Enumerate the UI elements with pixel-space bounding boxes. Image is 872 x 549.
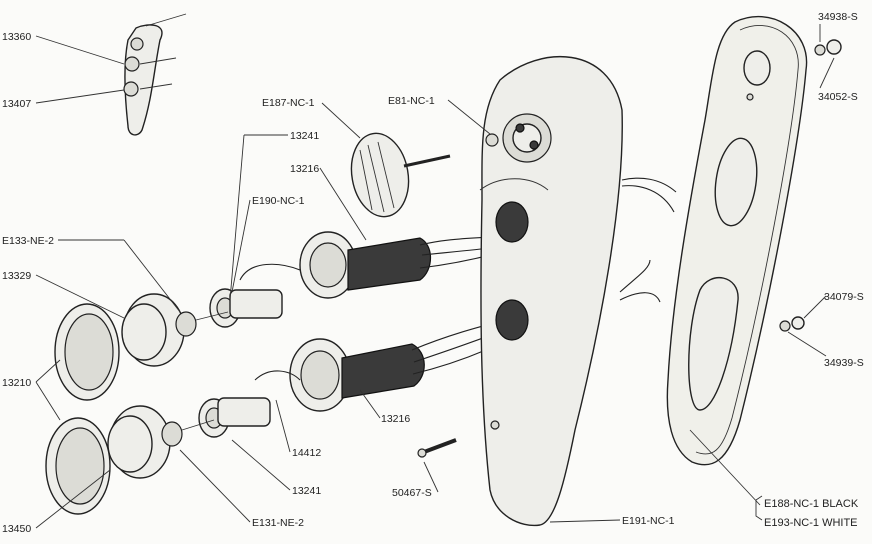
label-34079: 34079-S: [824, 291, 864, 303]
reflector-lens-e187: [350, 132, 451, 218]
lower-lamp-assembly: [107, 315, 529, 479]
label-e133: E133-NE-2: [2, 235, 54, 247]
inset-housing-view: [123, 13, 187, 136]
rear-wire-leads: [619, 177, 677, 303]
main-housing-e191: [479, 55, 623, 527]
label-13407: 13407: [2, 98, 31, 110]
screw-50467-s: [417, 438, 457, 458]
label-e81: E81-NC-1: [388, 95, 435, 107]
label-13210: 13210: [2, 377, 31, 389]
label-13241-lower: 13241: [292, 485, 321, 497]
part-labels: 13360 13407 E187-NC-1 13241 13216 E190-N…: [2, 11, 864, 535]
label-e191: E191-NC-1: [622, 515, 675, 527]
label-e190: E190-NC-1: [252, 195, 305, 207]
label-e188: E188-NC-1 BLACK: [764, 498, 859, 510]
leader-lines: [35, 24, 835, 529]
label-34052: 34052-S: [818, 91, 858, 103]
label-13216-upper: 13216: [290, 163, 319, 175]
label-e187: E187-NC-1: [262, 97, 315, 109]
nuts-and-washers: [779, 39, 842, 332]
label-13241-upper: 13241: [290, 130, 319, 142]
label-e193: E193-NC-1 WHITE: [764, 517, 858, 529]
label-14412: 14412: [292, 447, 321, 459]
label-34939: 34939-S: [824, 357, 864, 369]
label-13450: 13450: [2, 523, 31, 535]
label-34938: 34938-S: [818, 11, 858, 23]
label-13360: 13360: [2, 31, 31, 43]
lamp-rims-13210: [45, 303, 120, 515]
gasket-e188-e193: [666, 16, 808, 466]
label-50467: 50467-S: [392, 487, 432, 499]
label-13216-lower: 13216: [381, 413, 410, 425]
label-e131: E131-NE-2: [252, 517, 304, 529]
label-13329: 13329: [2, 270, 31, 282]
